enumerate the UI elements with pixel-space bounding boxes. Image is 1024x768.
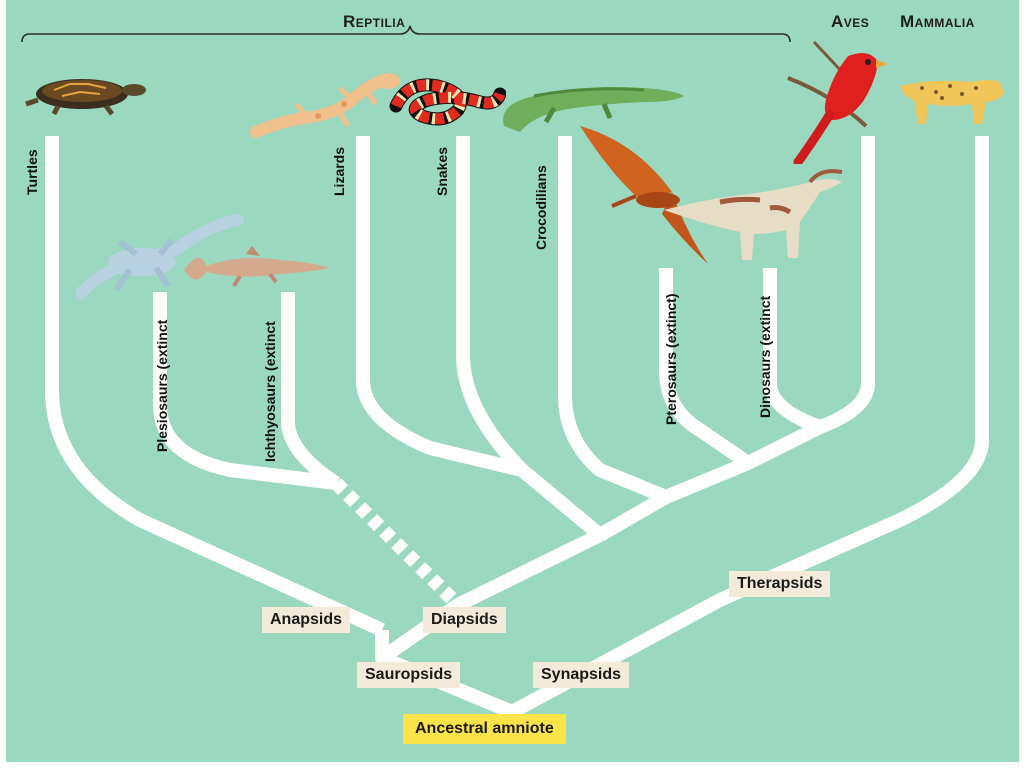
- branch-squamates: [517, 464, 605, 541]
- plesiosaur-icon: [76, 214, 244, 300]
- branch-pterosaurs: [659, 268, 752, 469]
- branch-ichthyosaurs: [281, 292, 340, 489]
- taxon-label-pterosaurs: Pterosaurs (extinct): [663, 293, 679, 425]
- turtle-icon: [25, 79, 146, 116]
- group-label-aves: Aves: [831, 12, 870, 31]
- node-label-ancestral-amniote: Ancestral amniote: [403, 714, 566, 744]
- bobcat-icon: [900, 80, 1004, 124]
- dinosaur-icon: [664, 169, 843, 260]
- group-label-reptilia: Reptilia: [343, 12, 406, 31]
- gecko-icon: [250, 73, 400, 138]
- taxon-label-crocodilians: Crocodilians: [533, 165, 549, 250]
- node-label-diapsids: Diapsids: [423, 607, 506, 633]
- branch-dinosaurs: [763, 268, 823, 434]
- branch-archosaurs: [663, 456, 751, 504]
- branch-mammalia: [508, 136, 989, 719]
- crocodile-icon: [503, 87, 684, 132]
- taxon-label-plesiosaurs: Plesiosaurs (extinct: [154, 319, 170, 452]
- pterosaur-icon: [580, 126, 708, 264]
- group-label-mammalia: Mammalia: [900, 12, 975, 31]
- branch-crocodilians: [558, 136, 669, 504]
- cardinal-icon: [787, 40, 888, 164]
- branch-plesiosaurs: [153, 292, 337, 490]
- node-label-anapsids: Anapsids: [262, 607, 351, 633]
- branch-turtles: [45, 136, 385, 637]
- branch-sauropsid-stem: [375, 630, 515, 719]
- snake-icon: [389, 78, 506, 126]
- branch-ornithodira: [744, 420, 824, 470]
- branch-snakes: [456, 136, 527, 475]
- taxon-label-ichthyosaurs: Ichthyosaurs (extinct: [262, 321, 278, 462]
- taxon-label-snakes: Snakes: [434, 146, 450, 196]
- branch-aves: [817, 136, 875, 434]
- reptilia-bracket: [21, 25, 791, 43]
- taxon-label-dinosaurs: Dinosaurs (extinct: [757, 295, 773, 418]
- taxon-label-turtles: Turtles: [24, 149, 40, 195]
- branch-marine-dashed: [331, 478, 463, 610]
- ichthyosaur-icon: [184, 246, 330, 288]
- node-label-synapsids: Synapsids: [533, 662, 630, 688]
- taxon-label-lizards: Lizards: [331, 146, 347, 196]
- branch-archosaur-stem: [596, 490, 670, 542]
- node-label-sauropsids: Sauropsids: [357, 662, 461, 688]
- branch-lizards: [356, 136, 524, 477]
- node-label-therapsids: Therapsids: [729, 571, 831, 597]
